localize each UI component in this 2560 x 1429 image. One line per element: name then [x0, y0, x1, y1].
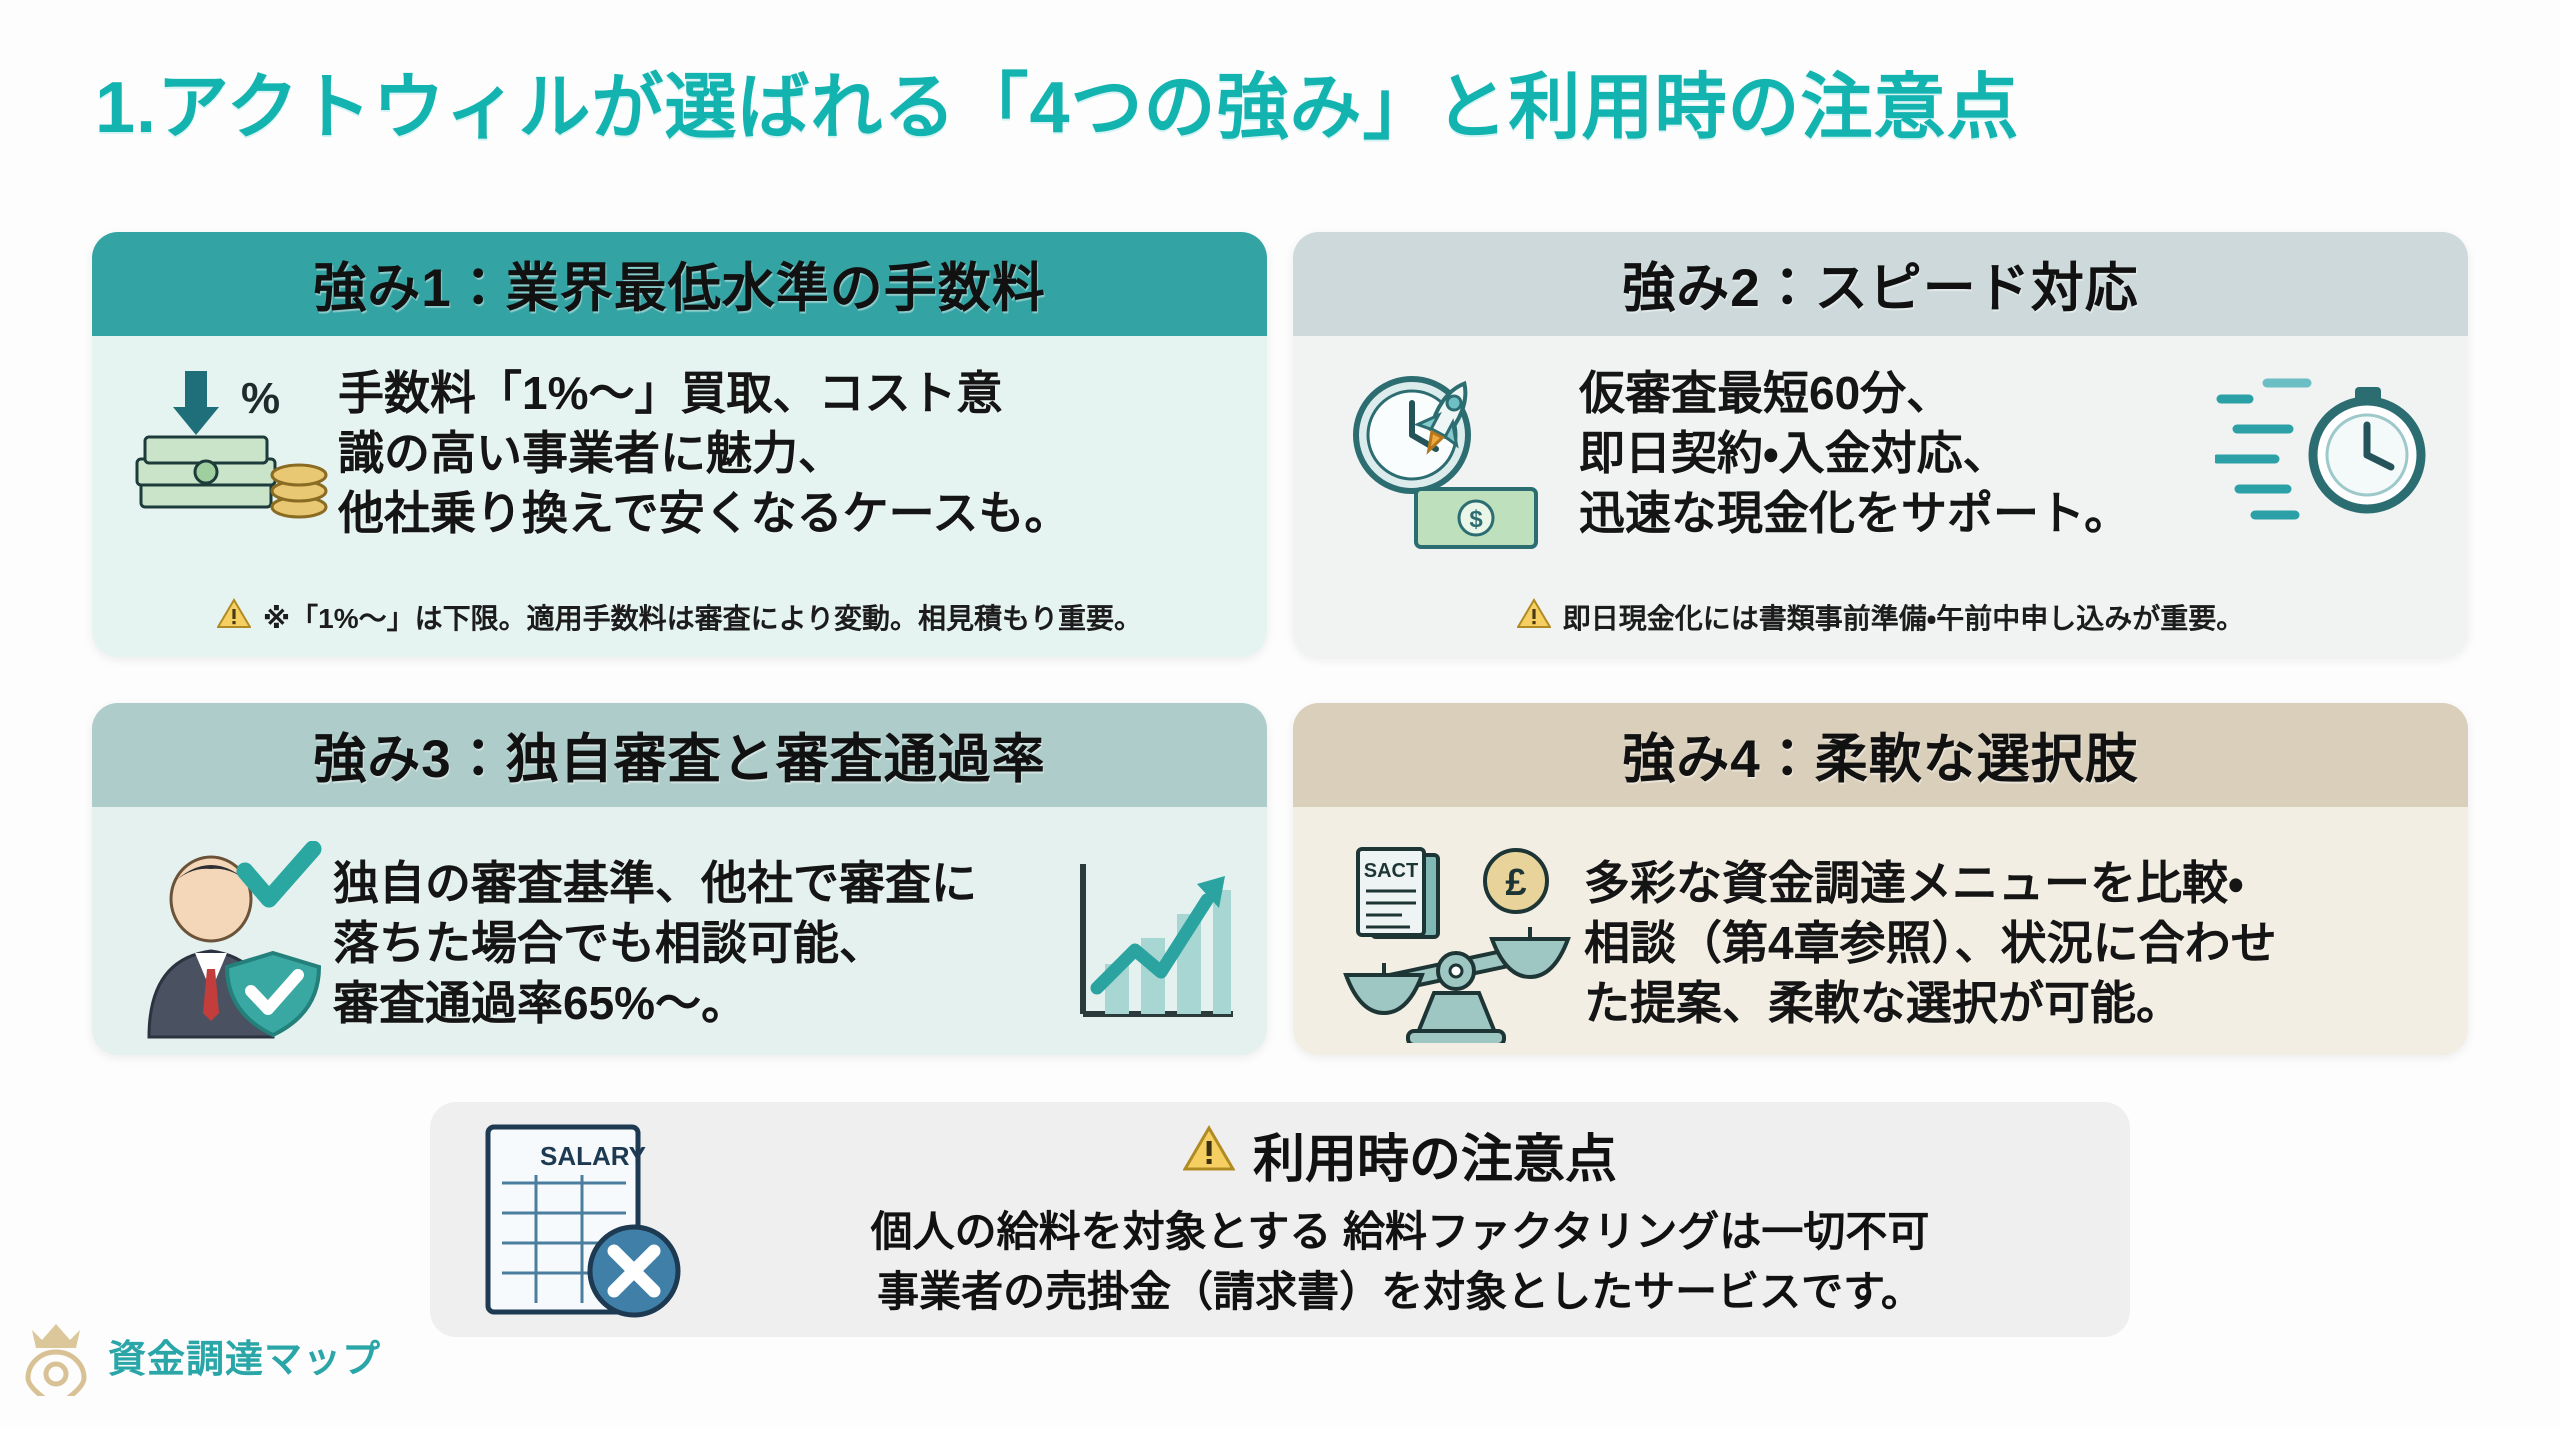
salary-document-blocked-icon: SALARY [430, 1117, 730, 1322]
strength-card-2: 強み2：スピード対応 [1293, 232, 2468, 657]
brand-name: 資金調達マップ [108, 1339, 382, 1381]
scale-doc-label: SACT [1364, 860, 1418, 882]
card-3-body: 独自の審査基準、他社で審査に 落ちた場合でも相談可能、 審査通過率65%〜。 [333, 857, 977, 1029]
page-title: 1.アクトウィルが選ばれる「4つの強み」と利用時の注意点 [95, 68, 2020, 148]
strength-card-1: 強み1：業界最低水準の手数料 [92, 232, 1267, 657]
strength-card-3: 強み3：独自審査と審査通過率 独自の審査基準、他社 [92, 703, 1267, 1055]
warning-heading-row: 利用時の注意点 [730, 1117, 2070, 1192]
card-1-note-text: ※「1%〜」は下限。適用手数料は審査により変動。相見積もり重要。 [262, 603, 1143, 634]
warning-heading-text: 利用時の注意点 [1252, 1131, 1617, 1190]
card-4-heading: 強み4：柔軟な選択肢 [1293, 703, 2468, 807]
warning-line-1: 個人の給料を対象とする 給料ファクタリングは一切不可 [870, 1208, 1930, 1256]
card-2-note-row: 即日現金化には書類事前準備・午前中申し込みが重要。 [1293, 597, 2468, 637]
warning-triangle-icon [1515, 598, 1552, 636]
person-check-shield-icon [118, 838, 333, 1048]
strength-card-4: 強み4：柔軟な選択肢 SACT £ [1293, 703, 2468, 1055]
card-2-heading: 強み2：スピード対応 [1293, 232, 2468, 336]
stopwatch-speed-icon [2212, 360, 2442, 540]
card-1-body: 手数料「1%〜」買取、コスト意 識の高い事業者に魅力、 他社乗り換えで安くなるケ… [338, 367, 1071, 539]
warning-line-2: 事業者の売掛金（請求書）を対象としたサービスです。 [877, 1268, 1923, 1315]
balance-scale-icon: SACT £ [1319, 841, 1584, 1046]
usage-warning-panel: SALARY 利用時の注意点 個人の給料を対象と [430, 1102, 2130, 1337]
svg-text:$: $ [1469, 506, 1483, 533]
warning-triangle-icon [216, 598, 252, 636]
money-discount-icon: % [118, 360, 338, 560]
crown-map-pin-icon [18, 1310, 94, 1409]
warning-triangle-icon [1182, 1124, 1236, 1185]
salary-doc-label: SALARY [540, 1141, 646, 1171]
card-2-note-text: 即日現金化には書類事前準備・午前中申し込みが重要。 [1562, 603, 2245, 634]
svg-text:%: % [241, 374, 280, 423]
growth-chart-icon [1066, 853, 1241, 1033]
card-1-heading: 強み1：業界最低水準の手数料 [92, 232, 1267, 336]
card-2-body: 仮審査最短60分、 即日契約・入金対応、 迅速な現金化をサポート。 [1579, 367, 2131, 539]
card-1-note-row: ※「1%〜」は下限。適用手数料は審査により変動。相見積もり重要。 [92, 597, 1267, 637]
brand-logo: 資金調達マップ [18, 1310, 382, 1409]
clock-rocket-cash-icon: $ [1319, 360, 1579, 560]
card-4-body: 多彩な資金調達メニューを比較・ 相談（第4章参照）、状況に合わせ た提案、柔軟な… [1584, 857, 2277, 1029]
scale-coin-symbol: £ [1505, 862, 1526, 904]
card-3-heading: 強み3：独自審査と審査通過率 [92, 703, 1267, 807]
